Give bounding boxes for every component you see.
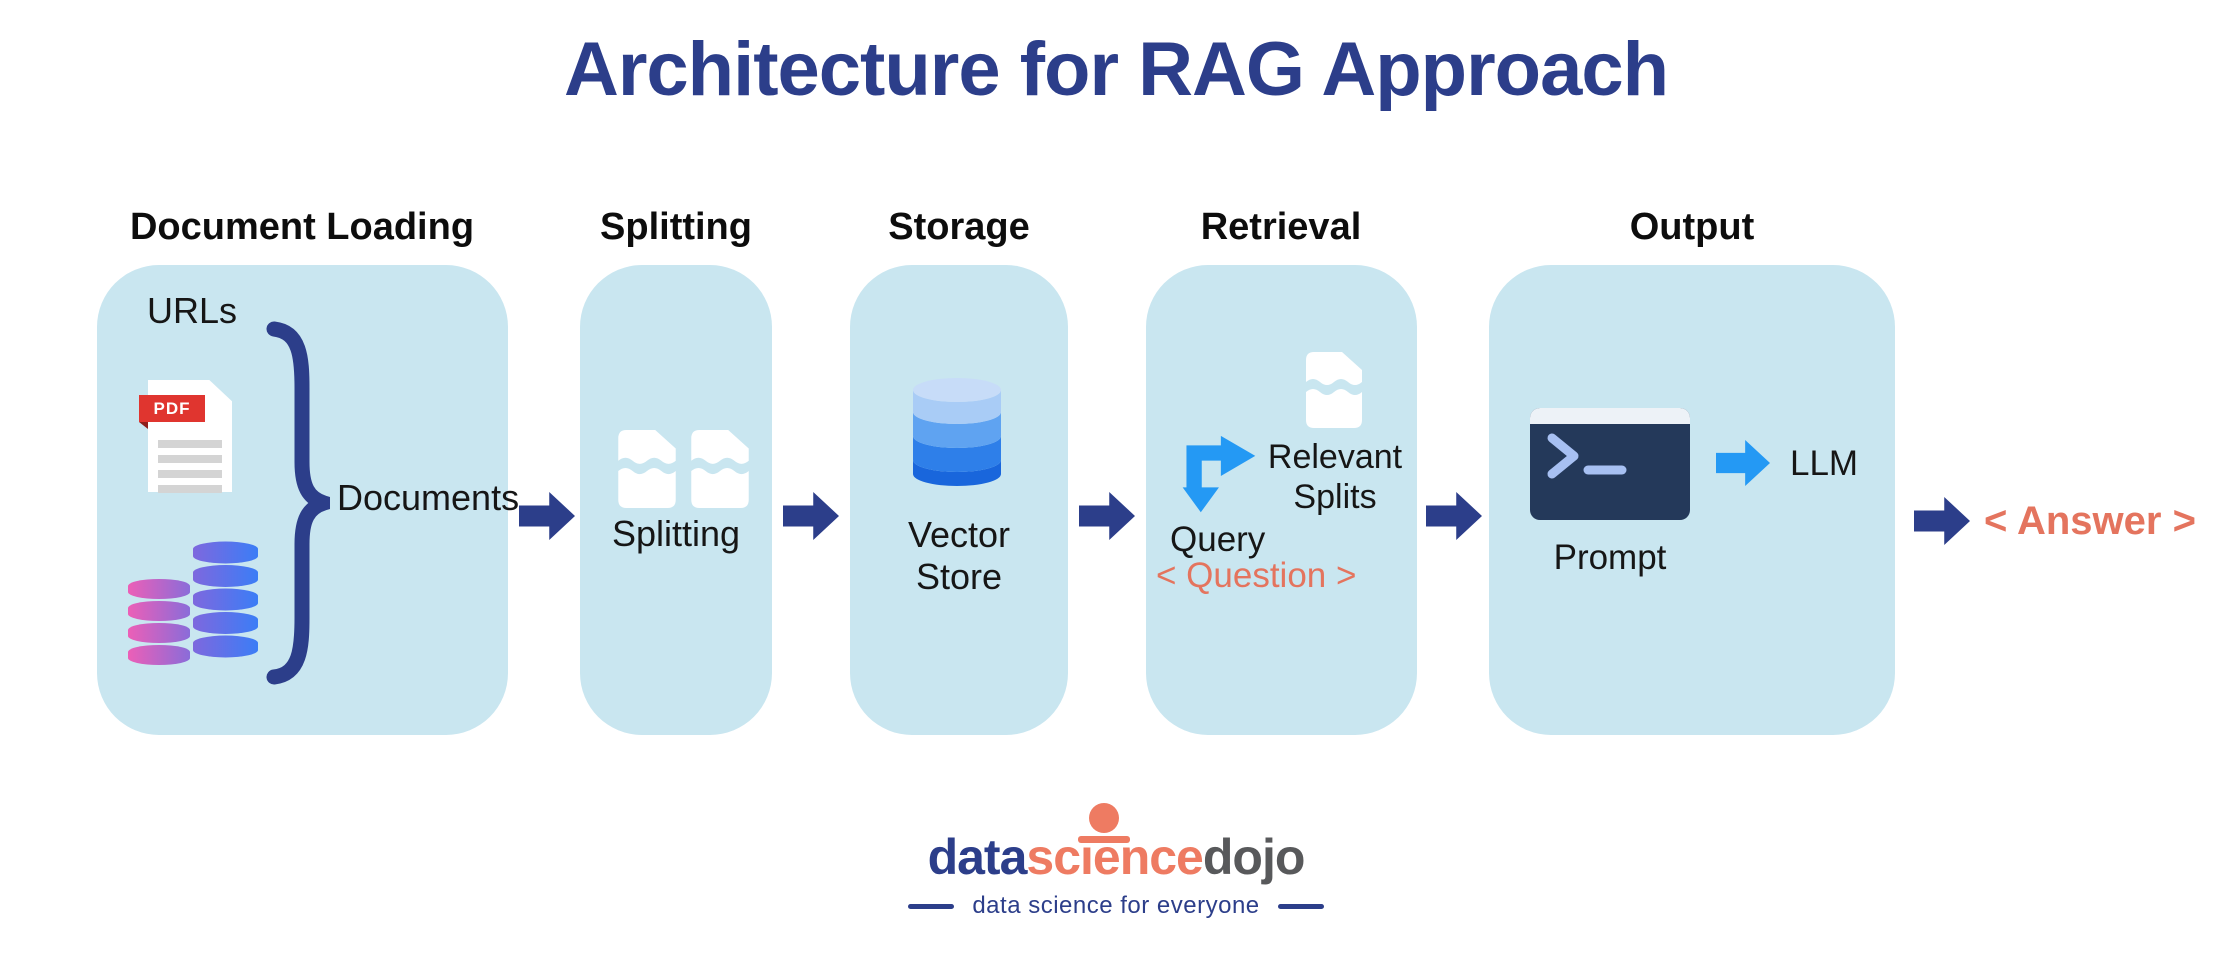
documents-label: Documents bbox=[337, 477, 520, 518]
split-document-icon bbox=[691, 430, 749, 508]
relevant-splits-document-icon bbox=[1306, 352, 1362, 428]
flow-arrow-4-icon bbox=[1426, 492, 1482, 540]
relevant-splits-label-line2: Splits bbox=[1293, 478, 1377, 516]
vector-store-caption-line1: Vector bbox=[907, 514, 1011, 555]
pdf-file-icon: PDF bbox=[139, 380, 232, 493]
page-title: Architecture for RAG Approach bbox=[563, 27, 1669, 112]
database-stack-blue-icon bbox=[193, 541, 258, 658]
vector-store-caption-line2: Store bbox=[915, 556, 1003, 597]
database-stack-pink-icon bbox=[128, 579, 190, 665]
stage-header-document-loading: Document Loading bbox=[129, 206, 475, 248]
logo-word-dojo: dojo bbox=[1202, 829, 1306, 885]
llm-label: LLM bbox=[1790, 444, 1859, 483]
curly-brace bbox=[266, 321, 330, 685]
logo-word-data: data bbox=[927, 829, 1028, 885]
question-label: < Question > bbox=[1156, 556, 1357, 595]
stage-header-output: Output bbox=[1629, 206, 1755, 248]
logo-tagline-row: data science for everyone bbox=[0, 892, 2232, 920]
tagline-dash-left bbox=[908, 903, 955, 909]
split-document-icon bbox=[618, 430, 676, 508]
relevant-splits-label-line1: Relevant bbox=[1267, 438, 1403, 476]
pdf-badge: PDF bbox=[139, 395, 205, 429]
stage-header-storage: Storage bbox=[888, 206, 1030, 248]
query-arrows-icon bbox=[1182, 435, 1256, 513]
answer-label: < Answer > bbox=[1984, 499, 2196, 543]
query-label: Query bbox=[1170, 520, 1266, 559]
stage-box-retrieval bbox=[1146, 265, 1417, 735]
urls-label: URLs bbox=[147, 290, 238, 331]
vector-store-cylinder-icon bbox=[913, 378, 1001, 486]
stage-header-splitting: Splitting bbox=[600, 206, 752, 248]
terminal-icon bbox=[1530, 408, 1690, 520]
stage-box-storage bbox=[850, 265, 1068, 735]
logo-torii-crossbar bbox=[1078, 836, 1131, 843]
flow-arrow-5-icon bbox=[1914, 497, 1970, 545]
tagline-dash-right bbox=[1277, 903, 1324, 909]
logo-word-science: science bbox=[1026, 803, 1204, 885]
flow-arrow-2-icon bbox=[783, 492, 839, 540]
stage-header-retrieval: Retrieval bbox=[1200, 206, 1362, 248]
flow-arrow-3-icon bbox=[1079, 492, 1135, 540]
flow-arrow-1-icon bbox=[519, 492, 575, 540]
pdf-text-lines bbox=[158, 440, 222, 500]
prompt-label: Prompt bbox=[1553, 538, 1667, 577]
logo-tagline: data science for everyone bbox=[972, 892, 1260, 919]
splitting-caption: Splitting bbox=[611, 513, 741, 554]
logo-head-icon bbox=[1089, 803, 1120, 833]
